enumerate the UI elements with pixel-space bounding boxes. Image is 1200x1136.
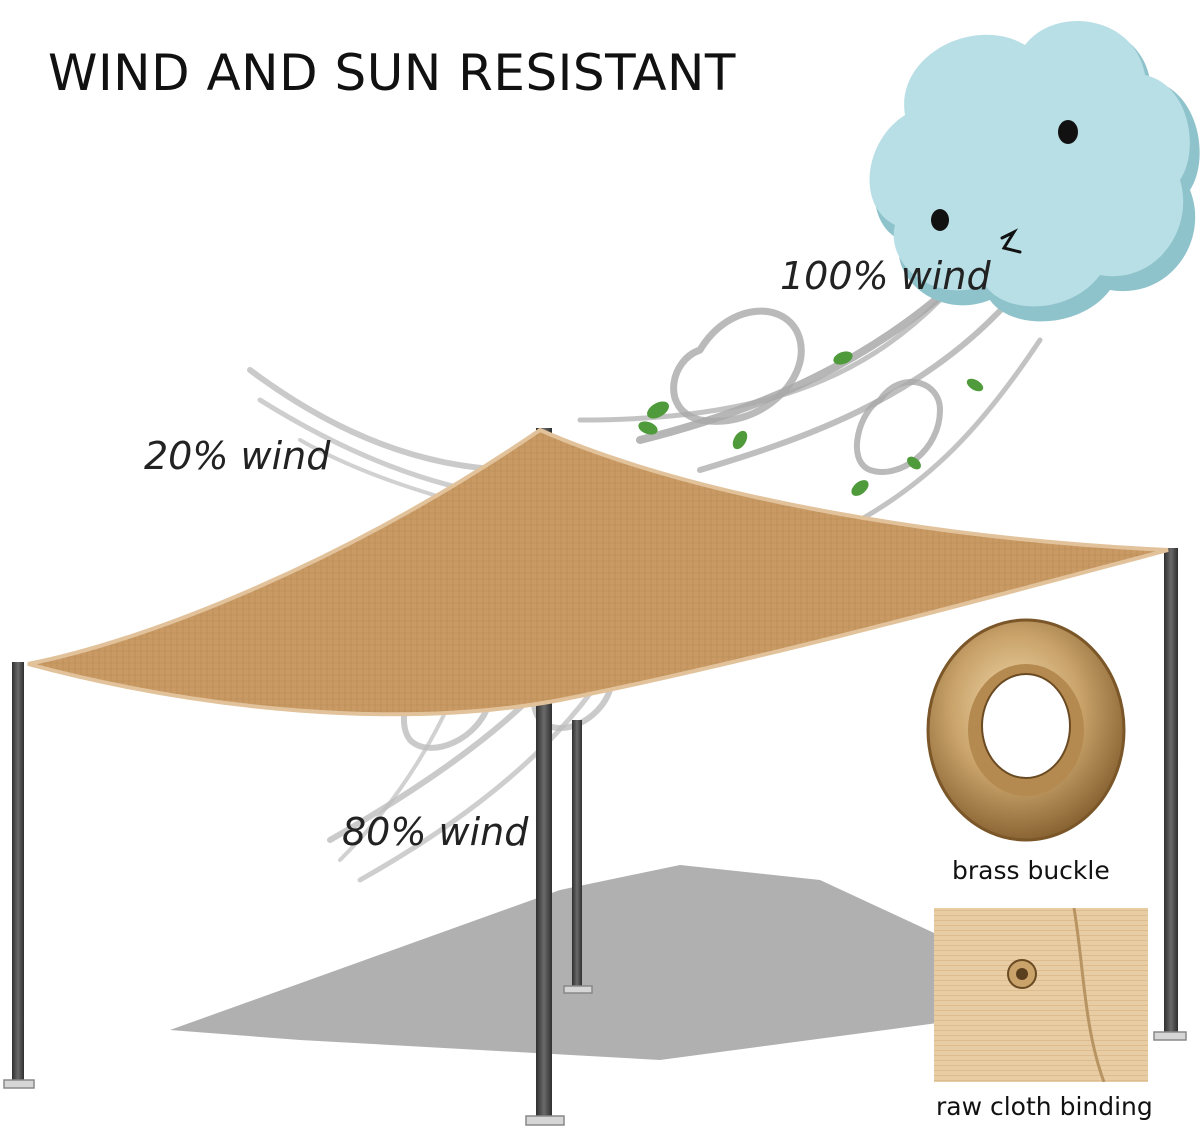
brass-buckle-caption: brass buckle: [952, 856, 1110, 885]
pole-back-center: [572, 720, 582, 990]
wind-swirl-icon: [577, 256, 1043, 523]
cloth-binding-photo: [934, 908, 1148, 1082]
wind-label-100-percent: 100% wind: [780, 254, 991, 298]
cloud-face-icon: [869, 21, 1200, 322]
headline: WIND AND SUN RESISTANT: [48, 44, 736, 102]
raw-cloth-binding-caption: raw cloth binding: [936, 1092, 1153, 1121]
wind-label-20-percent: 20% wind: [144, 434, 331, 478]
pole-front-left: [12, 662, 24, 1082]
shade-sail: [27, 427, 1169, 717]
brass-grommet-icon: [926, 618, 1126, 842]
pole-right: [1164, 548, 1178, 1038]
wind-label-80-percent: 80% wind: [342, 810, 529, 854]
leaf-icon: [638, 351, 984, 496]
sail-shadow: [170, 865, 1100, 1060]
pole-bases: [3, 985, 1187, 1126]
